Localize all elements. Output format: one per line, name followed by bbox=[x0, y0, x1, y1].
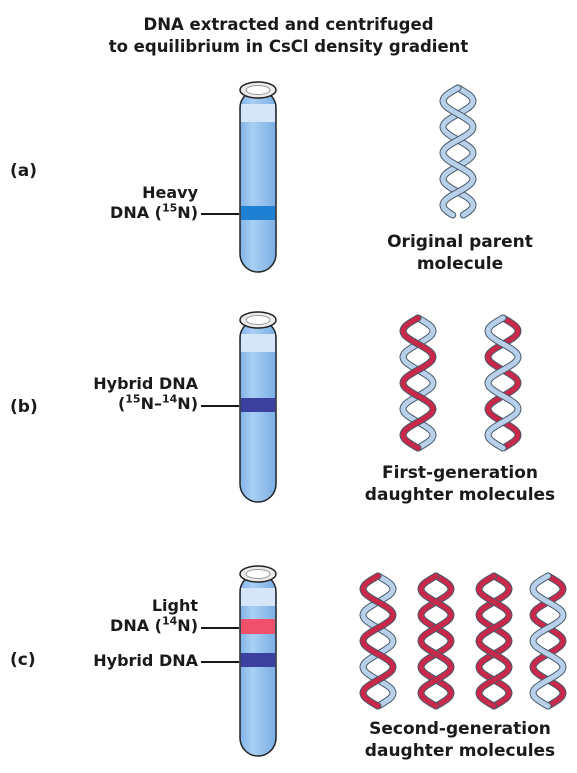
helix-a-strand-2 bbox=[440, 85, 476, 218]
helix-c1-strand-1 bbox=[360, 573, 396, 709]
light-band-leader bbox=[201, 627, 239, 629]
hybrid-band-leader-b bbox=[201, 405, 239, 407]
hybrid-band-leader-c bbox=[201, 661, 239, 663]
heavy-dna-label: Heavy DNA (15N) bbox=[60, 183, 198, 223]
tube-b bbox=[239, 311, 277, 503]
light-label-line-2: DNA (14N) bbox=[110, 614, 198, 635]
light-band bbox=[241, 619, 275, 634]
caption-a: Original parent molecule bbox=[360, 231, 560, 275]
hybrid-band-b bbox=[241, 398, 275, 412]
hybrid-dna-label-c: Hybrid DNA bbox=[93, 651, 198, 670]
helix-b2-strand-2 bbox=[485, 315, 521, 451]
helices bbox=[359, 84, 567, 710]
helix-c1-strand-2 bbox=[360, 573, 396, 709]
caption-c: Second-generation daughter molecules bbox=[350, 718, 570, 762]
helix-b1-strand-1 bbox=[400, 315, 436, 451]
helix-c4-strand-1 bbox=[530, 573, 566, 709]
caption-b-line-1: First-generation bbox=[381, 463, 539, 483]
tube-a bbox=[239, 81, 277, 273]
hybrid-label-line-1: Hybrid DNA bbox=[93, 374, 198, 393]
caption-b-line-2: daughter molecules bbox=[364, 485, 556, 505]
helix-c3-strand-2 bbox=[476, 573, 512, 709]
panel-a-letter: (a) bbox=[10, 161, 38, 181]
title-line-2: to equilibrium in CsCl density gradient bbox=[108, 37, 469, 56]
helix-c4-strand-2 bbox=[530, 573, 566, 709]
caption-a-line-2: molecule bbox=[416, 254, 504, 274]
helix-b2-strand-1 bbox=[485, 315, 521, 451]
heavy-label-line-2: DNA (15N) bbox=[110, 201, 198, 222]
hybrid-dna-label: Hybrid DNA (15N–14N) bbox=[40, 374, 198, 414]
heavy-label-line-1: Heavy bbox=[142, 183, 198, 202]
light-dna-label: Light DNA (14N) bbox=[60, 596, 198, 636]
panel-c-letter: (c) bbox=[10, 650, 36, 670]
figure-title: DNA extracted and centrifuged to equilib… bbox=[0, 14, 577, 58]
heavy-band bbox=[241, 206, 275, 220]
caption-c-line-2: daughter molecules bbox=[364, 741, 556, 761]
title-line-1: DNA extracted and centrifuged bbox=[143, 15, 434, 34]
heavy-band-leader bbox=[201, 213, 239, 215]
helix-c2-strand-2 bbox=[418, 573, 454, 709]
helix-c3-strand-1 bbox=[476, 573, 512, 709]
hybrid-band-c bbox=[241, 653, 275, 667]
light-label-line-1: Light bbox=[151, 596, 198, 615]
helix-b1-strand-2 bbox=[400, 315, 436, 451]
caption-b: First-generation daughter molecules bbox=[350, 462, 570, 506]
tube-c bbox=[239, 565, 277, 757]
caption-a-line-1: Original parent bbox=[387, 232, 533, 252]
hybrid-label-line-2: (15N–14N) bbox=[117, 392, 198, 413]
caption-c-line-1: Second-generation bbox=[369, 719, 551, 739]
panel-b-letter: (b) bbox=[10, 397, 38, 417]
helix-c2-strand-1 bbox=[418, 573, 454, 709]
